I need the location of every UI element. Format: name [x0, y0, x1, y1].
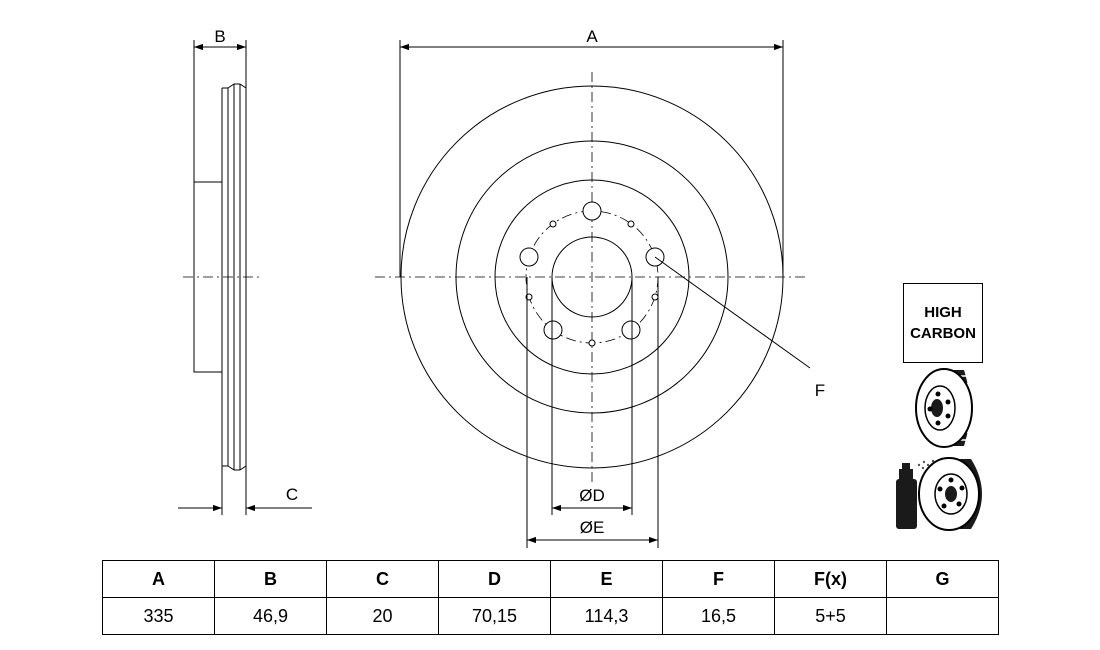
protective-coating-spray-icon [896, 457, 982, 531]
small-hole [549, 220, 557, 228]
bolt-hole [621, 320, 641, 340]
specs-header-cell: A [102, 560, 215, 598]
bolt-hole [582, 201, 602, 221]
dimension-c-label: C [286, 485, 298, 504]
vented-disc-icon [915, 368, 975, 448]
specs-value-cell: 20 [326, 597, 439, 635]
specs-header-row: A B C D E F F(x) G [102, 560, 999, 598]
dimension-a-label: A [586, 27, 598, 46]
specs-value-cell: 46,9 [214, 597, 327, 635]
specs-header-cell: B [214, 560, 327, 598]
disc-side-view: B C [178, 27, 312, 515]
specs-header-cell: F(x) [774, 560, 887, 598]
specs-header-cell: D [438, 560, 551, 598]
specs-header-cell: C [326, 560, 439, 598]
dimension-f-leader [654, 256, 811, 369]
specs-value-cell: 5+5 [774, 597, 887, 635]
bolt-hole [519, 247, 539, 267]
small-hole [627, 220, 635, 228]
specs-header-cell: G [886, 560, 999, 598]
badge-line-2: CARBON [910, 325, 976, 342]
specs-value-cell: 114,3 [550, 597, 663, 635]
small-hole [651, 293, 659, 301]
small-hole [588, 339, 596, 347]
specs-value-cell: 16,5 [662, 597, 775, 635]
specs-table: A B C D E F F(x) G 335 46,9 20 70,15 114… [102, 560, 999, 635]
dimension-f-label: F [815, 381, 825, 400]
specs-header-cell: E [550, 560, 663, 598]
specs-value-row: 335 46,9 20 70,15 114,3 16,5 5+5 [102, 597, 999, 635]
bolt-hole [543, 320, 563, 340]
specs-value-cell: 70,15 [438, 597, 551, 635]
high-carbon-badge: HIGH CARBON [903, 283, 983, 363]
dimension-e-label: ØE [580, 518, 605, 537]
dimension-d-label: ØD [579, 486, 605, 505]
disc-front-view: A F ØD ØE [375, 27, 825, 548]
specs-header-cell: F [662, 560, 775, 598]
badge-line-1: HIGH [924, 304, 962, 321]
specs-value-cell [886, 597, 999, 635]
dimension-b-label: B [214, 27, 225, 46]
specs-value-cell: 335 [102, 597, 215, 635]
brake-disc-drawing: B C A F [178, 27, 982, 548]
